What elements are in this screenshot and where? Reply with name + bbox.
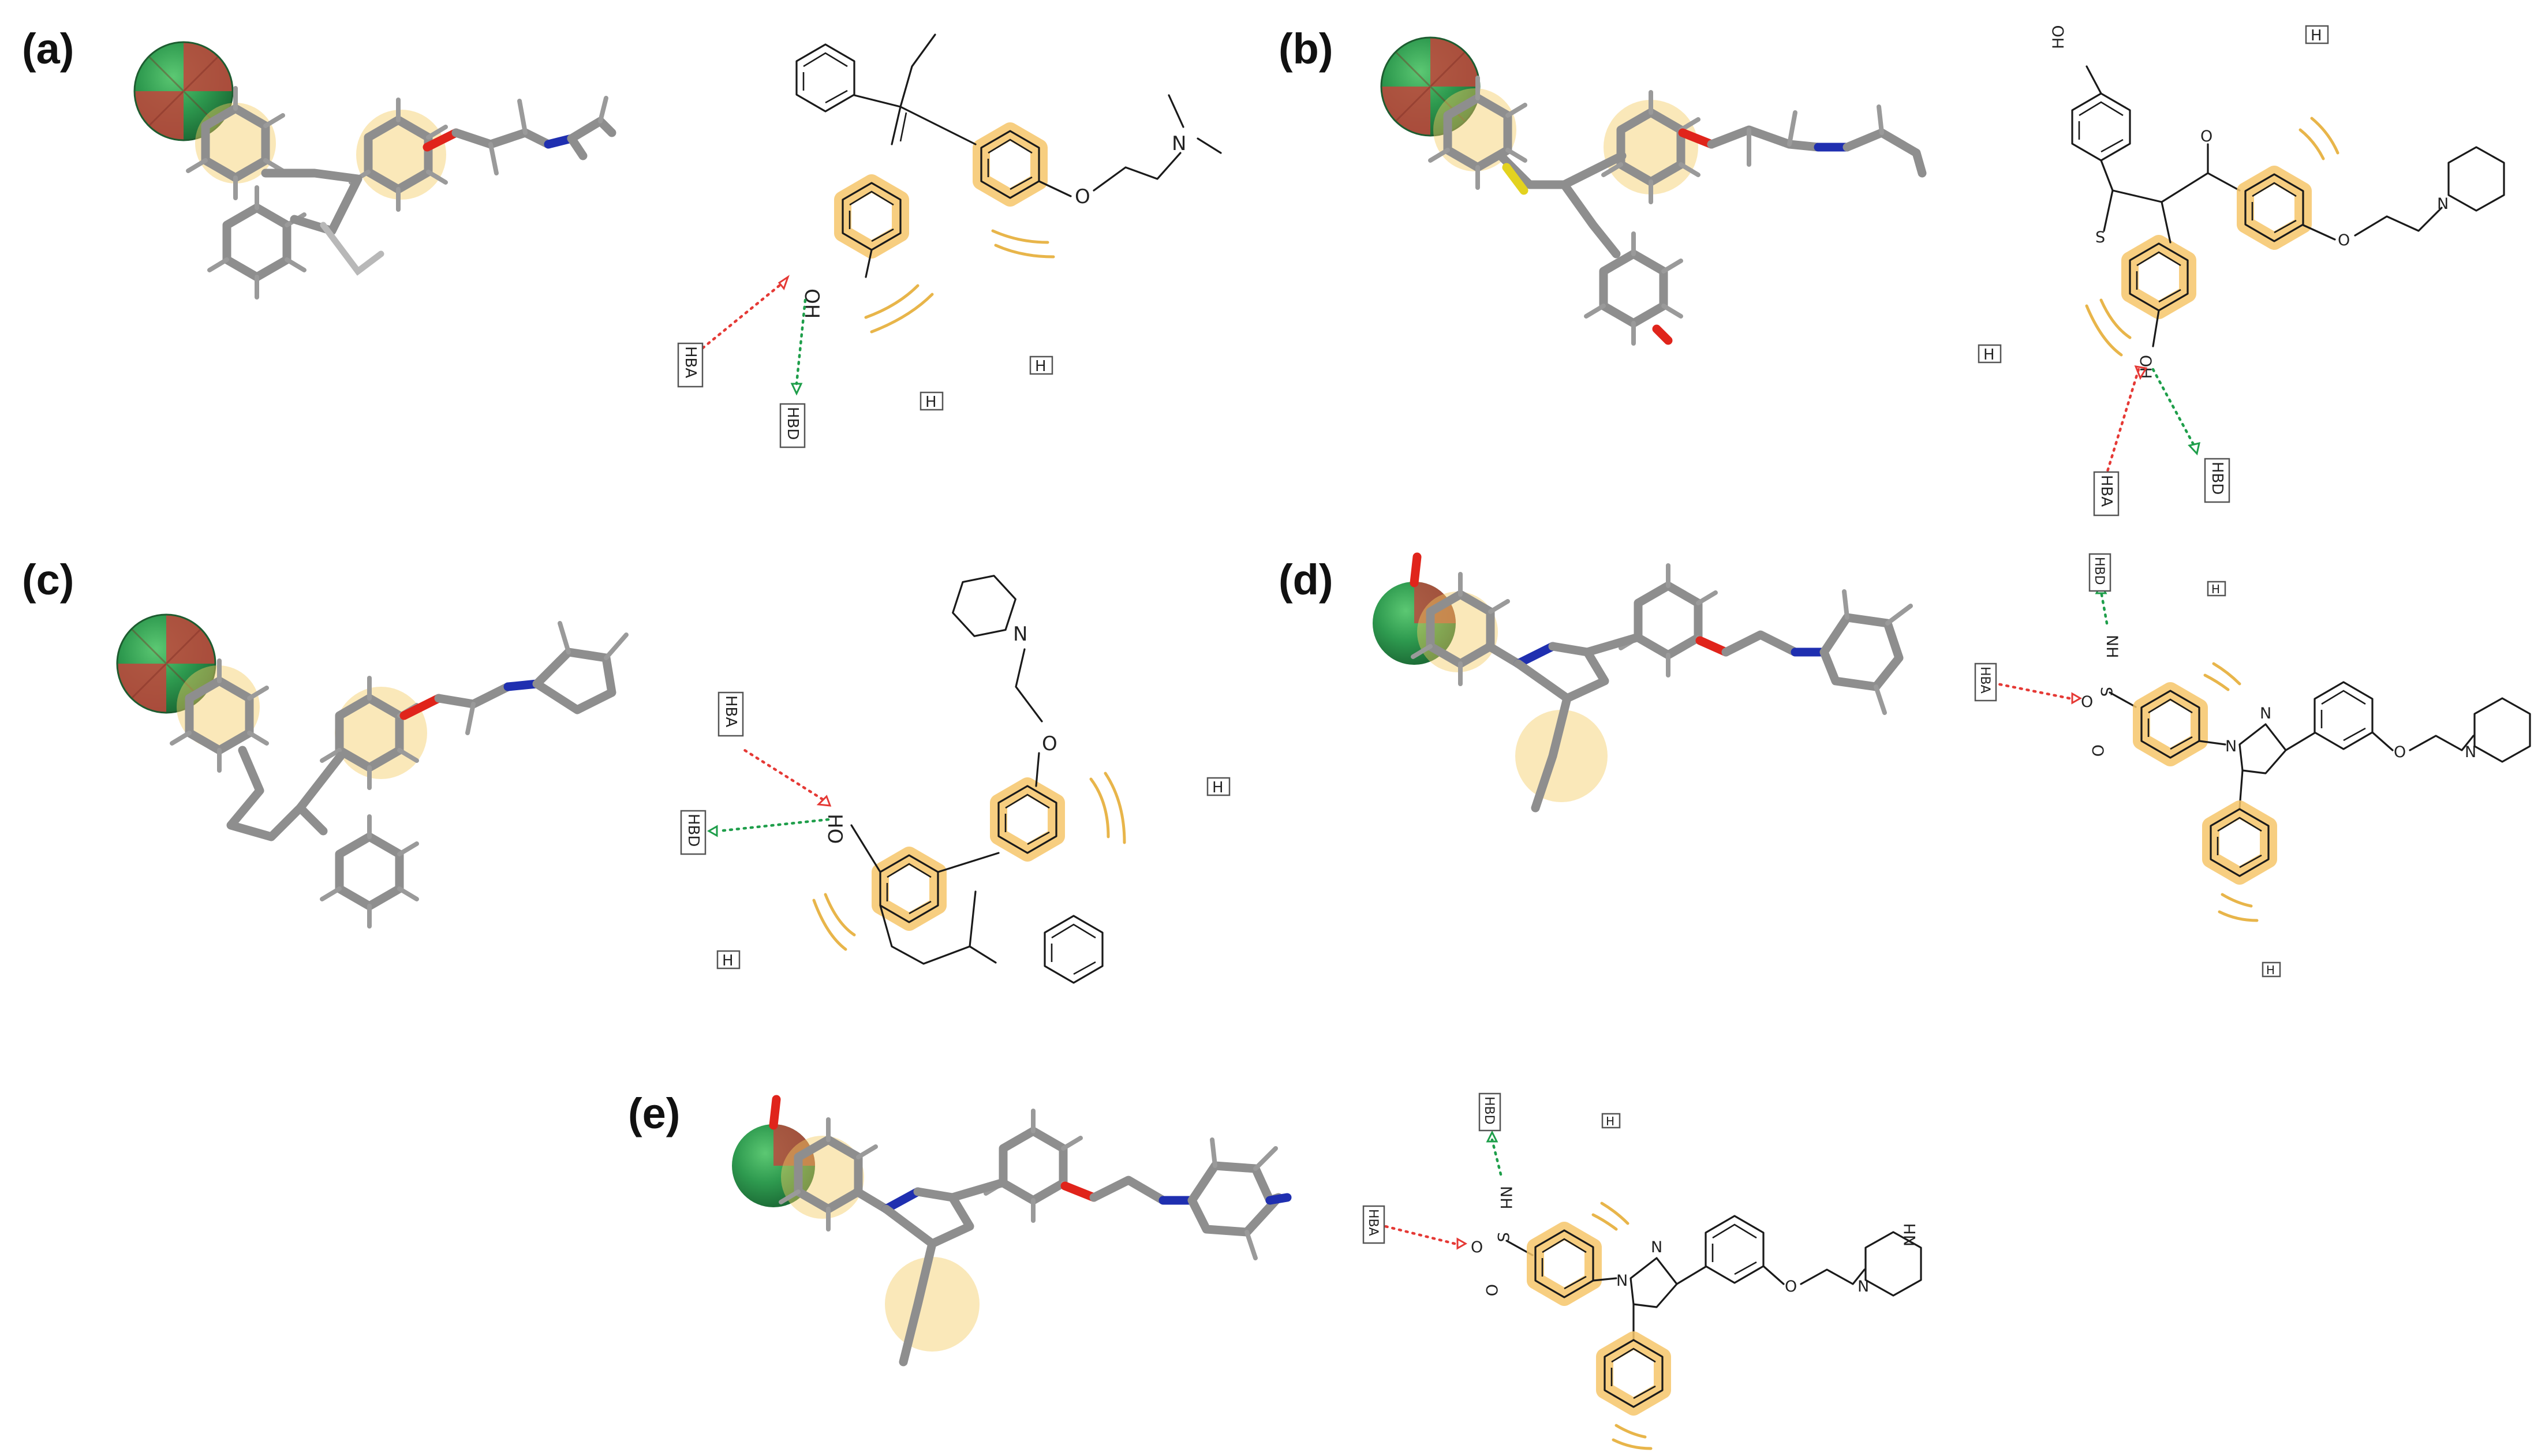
panel-d-hba-tag: HBA: [1974, 663, 1997, 702]
panel-d-hydrophobic-tag-2: H: [2262, 961, 2281, 978]
panel-e-hba-tag: HBA: [1362, 1205, 1385, 1244]
panel-d-3d-model: [1373, 552, 1913, 813]
panel-c-ether-o: O: [1042, 732, 1057, 755]
panel-c-hydrophobic-tag-1: H: [1206, 777, 1231, 796]
panel-d-piperidine-n: N: [2465, 743, 2476, 761]
panel-d: (d) NH S O O: [1279, 552, 2531, 978]
panel-d-pyrazoline-n1: N: [2225, 738, 2237, 755]
panel-d-hydrophobic-tag-1: H: [2207, 581, 2226, 597]
panel-b-label: (b): [1279, 25, 1333, 73]
panel-a-amine-n: N: [1172, 132, 1186, 155]
svg-text:HBD: HBD: [2208, 462, 2226, 495]
panel-d-pyrazoline-n2: N: [2260, 705, 2271, 723]
panel-a-hba-tag: HBA: [677, 342, 704, 388]
panel-e: (e) NH S O O: [628, 1090, 1922, 1450]
panel-e-sulfonyl-o-2: O: [1482, 1284, 1500, 1296]
panel-c-aromatic-sphere-1: [177, 665, 260, 748]
panel-e-2d-structure: NH S O O N N O N NH: [1362, 1092, 1922, 1450]
panel-e-hydrophobic-tag: H: [1601, 1113, 1621, 1129]
panel-b-hba-tag: HBA: [2093, 471, 2120, 516]
svg-text:HBA: HBA: [1978, 667, 1992, 694]
panel-a-hbd-tag: HBD: [779, 403, 806, 448]
panel-a-ether-o: O: [1075, 185, 1090, 208]
svg-text:HBA: HBA: [2098, 475, 2115, 507]
svg-text:HBD: HBD: [784, 407, 801, 440]
panel-b-hbd-tag: HBD: [2204, 458, 2230, 503]
panel-c-label: (c): [22, 556, 74, 604]
svg-text:H: H: [925, 394, 937, 411]
panel-b: (b) HO S: [1279, 25, 2505, 516]
svg-text:H: H: [1212, 779, 1224, 796]
panel-d-aromatic-sphere-2: [1515, 710, 1608, 802]
panel-d-hbd-tag: HBD: [2088, 553, 2111, 592]
panel-b-thiophene-s: S: [2095, 229, 2105, 246]
panel-b-phenol-oh: HO: [2050, 25, 2068, 49]
panel-c-hydrophobic-tag-2: H: [716, 950, 741, 970]
svg-text:H: H: [2311, 27, 2322, 44]
panel-b-hydrophobic-tag-1: H: [2305, 25, 2329, 44]
panel-e-pyrazoline-n2: N: [1651, 1238, 1662, 1256]
panel-e-hbd-tag: HBD: [1478, 1092, 1501, 1132]
panel-b-3d-model: [1380, 36, 1927, 343]
panel-d-ether-o: O: [2394, 743, 2406, 761]
panel-d-label: (d): [1279, 556, 1333, 604]
panel-a-3d-model: [133, 41, 616, 297]
panel-c-2d-structure: N O HO HBA HBD: [680, 566, 1231, 984]
panel-a-label: (a): [22, 25, 74, 73]
panel-a: (a): [22, 25, 1222, 448]
panel-d-sulfonyl-o-2: O: [2088, 744, 2106, 757]
panel-e-ether-o: O: [1785, 1278, 1797, 1296]
panel-c: (c) N O: [22, 556, 1231, 984]
svg-text:H: H: [2266, 963, 2275, 977]
panel-b-ether-o: O: [2338, 231, 2350, 249]
panel-c-hbd-tag: HBD: [680, 810, 707, 855]
panel-a-hydrophobic-tag-2: H: [1029, 355, 1053, 375]
panel-e-label: (e): [628, 1090, 680, 1137]
panel-e-aromatic-sphere-2: [885, 1257, 980, 1352]
svg-text:HBA: HBA: [682, 346, 699, 378]
panel-d-sulfonyl-o-1: O: [2081, 693, 2093, 711]
panel-b-hydrophobic-tag-2: H: [1978, 344, 2002, 364]
panel-a-2d-structure: O N OH HBA HBD H: [677, 33, 1222, 448]
svg-text:H: H: [1606, 1114, 1614, 1128]
panel-e-piperazine-nh: NH: [1901, 1223, 1919, 1247]
svg-text:HBD: HBD: [2092, 557, 2106, 585]
panel-c-3d-model: [116, 613, 629, 926]
panel-e-pyrazoline-n1: N: [1616, 1272, 1628, 1290]
panel-a-hydrophobic-tag-1: H: [920, 391, 944, 411]
panel-c-pyrrolidine-n: N: [1013, 623, 1027, 646]
panel-c-hba-tag: HBA: [717, 691, 744, 737]
panel-d-sulfonamide-s: S: [2097, 687, 2115, 697]
panel-e-sulfonamide-s: S: [1494, 1232, 1512, 1242]
svg-text:HBD: HBD: [1482, 1096, 1496, 1125]
svg-text:H: H: [722, 952, 734, 970]
panel-b-ketone-o: O: [2200, 128, 2212, 145]
panel-b-piperidine-n: N: [2437, 195, 2449, 213]
svg-text:H: H: [1035, 358, 1047, 375]
svg-text:H: H: [1983, 346, 1995, 364]
panel-e-3d-model: [732, 1095, 1292, 1367]
panel-e-sulfonyl-o-1: O: [1471, 1238, 1483, 1256]
panel-d-2d-structure: NH S O O N N O N: [1974, 553, 2531, 978]
svg-text:HBD: HBD: [685, 814, 702, 847]
svg-text:HBA: HBA: [722, 695, 739, 727]
panel-c-hydroxyl: HO: [823, 814, 846, 844]
panel-e-sulfonamide-nh: NH: [1497, 1186, 1515, 1210]
panel-e-piperazine-n: N: [1857, 1278, 1869, 1296]
svg-text:HBA: HBA: [1366, 1209, 1380, 1236]
panel-b-2d-structure: HO S O O N OH: [1978, 25, 2505, 516]
svg-text:H: H: [2211, 582, 2220, 596]
panel-d-sulfonamide-nh: NH: [2103, 635, 2121, 658]
